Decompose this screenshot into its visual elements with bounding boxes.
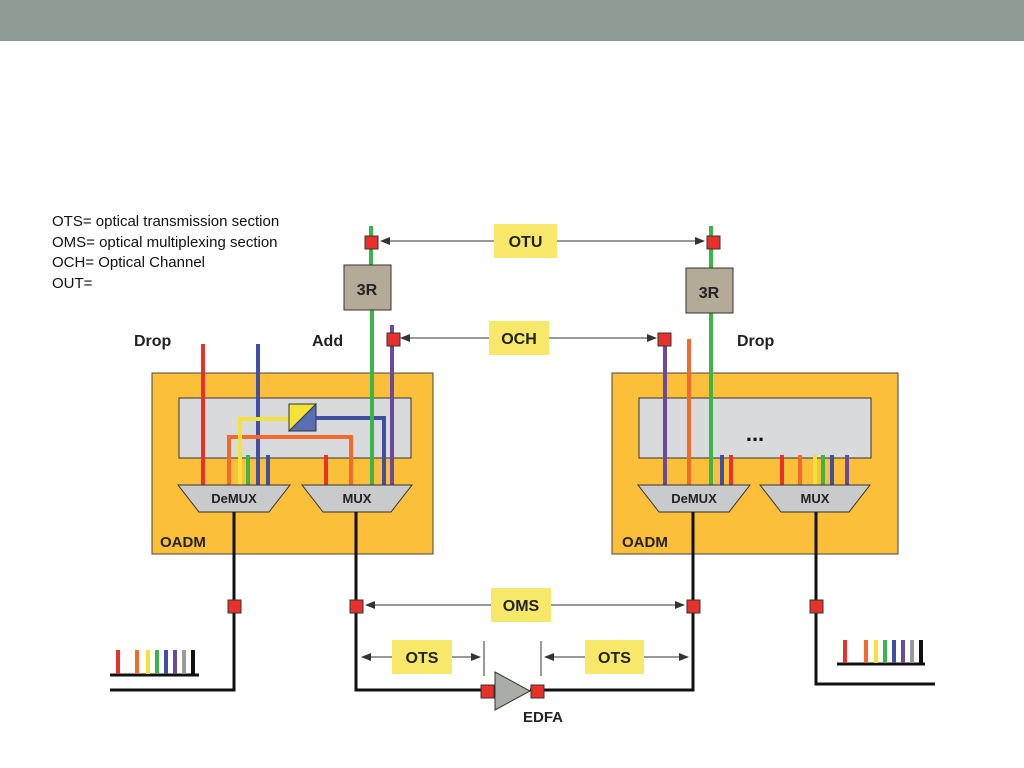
drop-left-label: Drop bbox=[134, 333, 172, 350]
fiber-yellow-to-prism bbox=[238, 417, 290, 458]
och-label: OCH bbox=[501, 331, 537, 348]
fiber-right-mux-out bbox=[814, 512, 935, 686]
termination-markers bbox=[227, 235, 824, 699]
marker-edfa-out bbox=[530, 684, 545, 699]
regen-right-box bbox=[685, 267, 734, 314]
drop-right-label: Drop bbox=[737, 333, 775, 350]
spectrum-left-lines bbox=[116, 650, 195, 674]
legend-oms: OMS= optical multiplexing section bbox=[52, 233, 278, 251]
demux-right bbox=[636, 484, 752, 513]
fiber-left-demux-out bbox=[110, 512, 236, 692]
ots-right-label: OTS bbox=[598, 650, 631, 667]
oadm-right-label: OADM bbox=[622, 534, 668, 551]
regen-left-box bbox=[343, 264, 392, 311]
edfa-label: EDFA bbox=[523, 709, 563, 726]
ots-right-label-box bbox=[585, 640, 644, 674]
marker-oms-right bbox=[686, 599, 701, 614]
legend-ots: OTS= optical transmission section bbox=[52, 213, 280, 230]
marker-oms-left bbox=[349, 599, 364, 614]
marker-otu-right bbox=[706, 235, 721, 250]
switch-ellipsis: ... bbox=[746, 421, 764, 446]
mux-right-label: MUX bbox=[801, 491, 830, 506]
och-label-box bbox=[489, 321, 549, 355]
regen-right-label: 3R bbox=[699, 285, 720, 302]
oms-label: OMS bbox=[503, 598, 540, 615]
otu-label-box bbox=[494, 224, 557, 258]
mux-left bbox=[300, 484, 414, 513]
fiber-add-blue-to-prism bbox=[316, 416, 386, 485]
add-label: Add bbox=[312, 333, 343, 350]
oms-label-box bbox=[491, 588, 551, 622]
fiber-span bbox=[354, 512, 695, 692]
spectrum-right-lines bbox=[843, 640, 923, 663]
fiber-express-orange bbox=[227, 435, 353, 485]
ots-left-label-box bbox=[392, 640, 452, 674]
legend-och: OCH= Optical Channel bbox=[52, 254, 205, 271]
regen-left-label: 3R bbox=[357, 282, 378, 299]
ots-left-label: OTS bbox=[406, 650, 439, 667]
oadm-left-label: OADM bbox=[160, 534, 206, 551]
marker-oms-right-mux bbox=[809, 599, 824, 614]
mux-right bbox=[758, 484, 872, 513]
edfa-amplifier bbox=[494, 671, 532, 711]
marker-och-right bbox=[657, 332, 672, 347]
marker-edfa-in bbox=[480, 684, 495, 699]
demux-left bbox=[176, 484, 292, 513]
legend: OTS= optical transmission section OMS= o… bbox=[52, 212, 279, 294]
marker-oms-left-demux bbox=[227, 599, 242, 614]
oadm-right-switch-panel bbox=[638, 397, 872, 459]
legend-otu: OUT= bbox=[52, 274, 93, 292]
demux-right-label: DeMUX bbox=[671, 491, 717, 506]
demux-left-label: DeMUX bbox=[211, 491, 257, 506]
otu-label: OTU bbox=[509, 234, 543, 251]
title-bar bbox=[0, 0, 1024, 41]
mux-left-label: MUX bbox=[343, 491, 372, 506]
marker-otu-left bbox=[364, 235, 379, 250]
marker-och-left bbox=[386, 332, 401, 347]
